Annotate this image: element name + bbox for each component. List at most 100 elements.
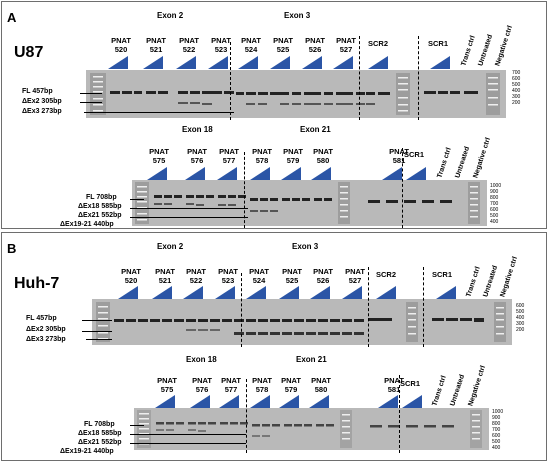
concentration-wedge	[152, 286, 172, 299]
band-label: FL 708bp	[84, 421, 115, 428]
concentration-wedge	[309, 395, 329, 408]
control-label: Untreated	[454, 145, 472, 179]
concentration-wedge	[250, 395, 270, 408]
band-arrow	[86, 339, 112, 340]
concentration-wedge	[246, 286, 266, 299]
concentration-wedge	[402, 395, 422, 408]
band-arrow	[130, 208, 248, 209]
exon-header-left: Exon 2	[157, 11, 184, 20]
control-label: Untreated	[482, 264, 500, 298]
band-arrow	[80, 93, 102, 94]
panel-label: B	[7, 241, 17, 256]
control-label: Negative ctrl	[467, 364, 487, 407]
concentration-wedge	[118, 286, 138, 299]
divider-line	[399, 375, 400, 453]
control-label: Untreated	[477, 33, 495, 67]
scr2-label: SCR2	[376, 270, 397, 279]
exon-header-right: Exon 21	[300, 125, 331, 134]
control-label: Trans ctrl	[465, 265, 482, 298]
control-label: Trans ctrl	[436, 146, 453, 179]
divider-line	[418, 36, 419, 120]
concentration-wedge	[147, 167, 167, 180]
band-label: ΔEx21 552bp	[78, 439, 122, 446]
band-label: ΔEx2 305bp	[22, 98, 62, 105]
exon-header-left: Exon 2	[157, 242, 184, 251]
exon-header-right: Exon 3	[284, 11, 311, 20]
scr1-label: SCR1	[428, 39, 449, 48]
band-arrow	[130, 443, 246, 444]
concentration-wedge	[108, 56, 128, 69]
control-label: Negative ctrl	[499, 255, 519, 298]
gel-image	[86, 70, 506, 118]
panel-label: A	[7, 10, 17, 25]
concentration-wedge	[376, 286, 396, 299]
band-label: ΔEx18 585bp	[78, 430, 122, 437]
concentration-wedge	[250, 167, 270, 180]
divider-line	[230, 42, 231, 120]
concentration-wedge	[302, 56, 322, 69]
divider-line	[244, 152, 245, 228]
concentration-wedge	[279, 286, 299, 299]
concentration-wedge	[219, 395, 239, 408]
divider-line	[359, 36, 360, 120]
concentration-wedge	[406, 167, 426, 180]
band-arrow	[130, 425, 144, 426]
band-arrow	[130, 434, 246, 435]
concentration-wedge	[183, 286, 203, 299]
concentration-wedge	[155, 395, 175, 408]
divider-line	[241, 273, 242, 347]
band-arrow	[130, 199, 144, 200]
concentration-wedge	[190, 395, 210, 408]
band-label: ΔEx2 305bp	[26, 326, 66, 333]
exon-header-right: Exon 3	[292, 242, 319, 251]
cell-line-label: U87	[14, 44, 44, 61]
band-label: ΔEx21 552bp	[78, 212, 122, 219]
band-arrow	[130, 217, 248, 218]
concentration-wedge	[143, 56, 163, 69]
concentration-wedge	[215, 286, 235, 299]
scr1-label: SCR1	[400, 379, 421, 388]
concentration-wedge	[378, 395, 398, 408]
exon-header-left: Exon 18	[182, 125, 213, 134]
concentration-wedge	[270, 56, 290, 69]
exon-header-right: Exon 21	[296, 355, 327, 364]
band-arrow	[84, 112, 234, 113]
control-label: Negative ctrl	[472, 136, 492, 179]
control-label: Trans ctrl	[431, 374, 448, 407]
control-label: Negative ctrl	[494, 24, 514, 68]
concentration-wedge	[279, 395, 299, 408]
concentration-wedge	[436, 286, 456, 299]
scr1-label: SCR1	[404, 150, 425, 159]
concentration-wedge	[208, 56, 228, 69]
band-arrow	[80, 102, 102, 103]
band-label: ΔEx3 273bp	[22, 108, 62, 115]
concentration-wedge	[281, 167, 301, 180]
